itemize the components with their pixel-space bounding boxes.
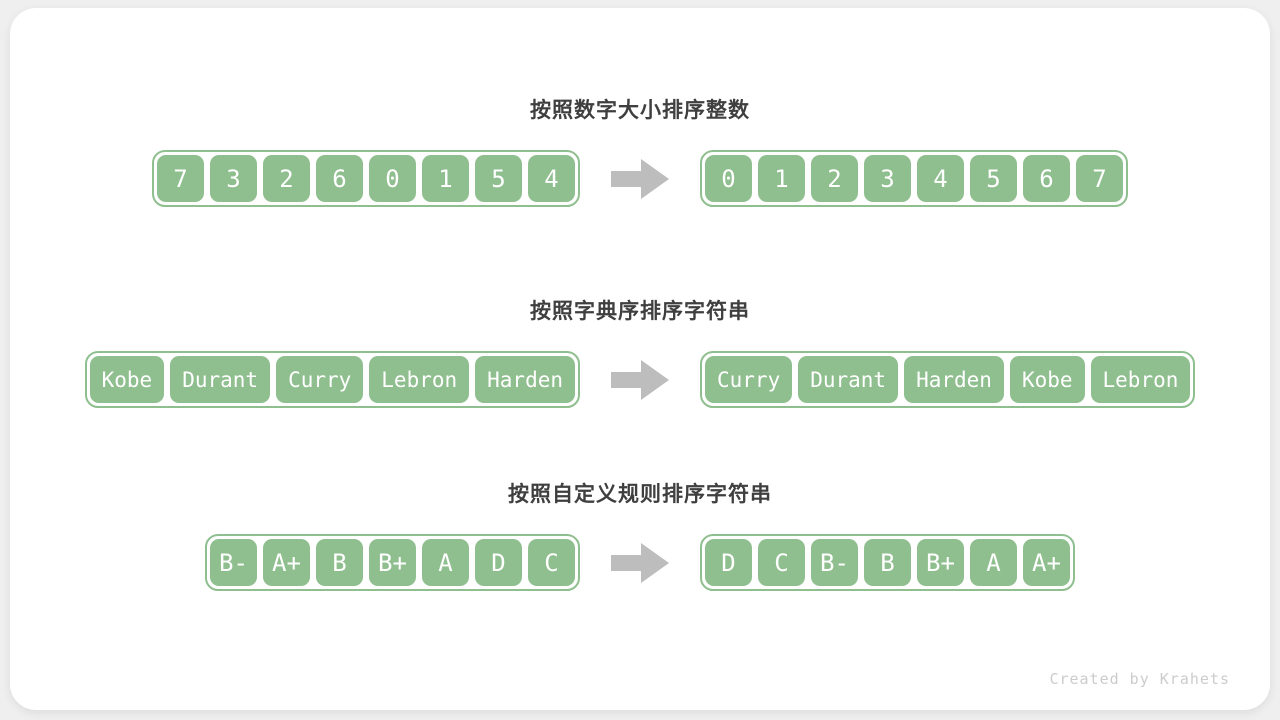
sorted-zone: 0 1 2 3 4 5 6 7 <box>700 150 1270 207</box>
array-cell: B- <box>210 539 257 586</box>
array-cell: A <box>970 539 1017 586</box>
unsorted-zone: 7 3 2 6 0 1 5 4 <box>10 150 580 207</box>
unsorted-array: Kobe Durant Curry Lebron Harden <box>84 351 580 408</box>
array-cell: A+ <box>263 539 310 586</box>
array-cell: 2 <box>263 155 310 202</box>
array-cell: 0 <box>369 155 416 202</box>
array-cell: D <box>475 539 522 586</box>
sorted-zone: Curry Durant Harden Kobe Lebron <box>700 351 1270 408</box>
array-cell: Kobe <box>1009 356 1085 403</box>
section-sort-lexicographic: 按照字典序排序字符串 Kobe Durant Curry Lebron Hard… <box>10 295 1270 408</box>
sort-row: B- A+ B B+ A D C D C B- B B+ <box>10 534 1270 591</box>
array-cell: 6 <box>316 155 363 202</box>
sorted-array: 0 1 2 3 4 5 6 7 <box>700 150 1128 207</box>
array-cell: 3 <box>210 155 257 202</box>
array-cell: D <box>705 539 752 586</box>
section-title: 按照自定义规则排序字符串 <box>508 483 772 506</box>
sorted-array: D C B- B B+ A A+ <box>700 534 1075 591</box>
array-cell: A+ <box>1023 539 1070 586</box>
array-cell: Harden <box>475 356 575 403</box>
array-cell: Kobe <box>89 356 165 403</box>
diagram-card: 按照数字大小排序整数 7 3 2 6 0 1 5 4 0 <box>10 8 1270 710</box>
array-cell: B+ <box>917 539 964 586</box>
sorted-zone: D C B- B B+ A A+ <box>700 534 1270 591</box>
sort-row: Kobe Durant Curry Lebron Harden Curry Du… <box>10 351 1270 408</box>
array-cell: Lebron <box>1090 356 1191 403</box>
array-cell: Curry <box>705 356 793 403</box>
arrow-right-icon <box>580 359 700 400</box>
array-cell: Lebron <box>369 356 470 403</box>
arrow-right-icon <box>580 542 700 583</box>
arrow-right-icon <box>580 158 700 199</box>
array-cell: 5 <box>475 155 522 202</box>
unsorted-zone: Kobe Durant Curry Lebron Harden <box>10 351 580 408</box>
array-cell: B <box>316 539 363 586</box>
array-cell: 0 <box>705 155 752 202</box>
sort-row: 7 3 2 6 0 1 5 4 0 1 2 3 4 <box>10 150 1270 207</box>
array-cell: 5 <box>970 155 1017 202</box>
array-cell: 3 <box>864 155 911 202</box>
array-cell: 2 <box>811 155 858 202</box>
array-cell: C <box>758 539 805 586</box>
array-cell: Durant <box>170 356 271 403</box>
array-cell: Curry <box>276 356 364 403</box>
array-cell: 6 <box>1023 155 1070 202</box>
array-cell: C <box>528 539 575 586</box>
array-cell: 7 <box>157 155 204 202</box>
credit-text: Created by Krahets <box>1049 670 1230 688</box>
sorted-array: Curry Durant Harden Kobe Lebron <box>700 351 1196 408</box>
section-sort-custom: 按照自定义规则排序字符串 B- A+ B B+ A D C D C <box>10 478 1270 591</box>
array-cell: 4 <box>917 155 964 202</box>
array-cell: 7 <box>1076 155 1123 202</box>
unsorted-array: B- A+ B B+ A D C <box>205 534 580 591</box>
array-cell: A <box>422 539 469 586</box>
array-cell: 1 <box>422 155 469 202</box>
unsorted-zone: B- A+ B B+ A D C <box>10 534 580 591</box>
array-cell: B <box>864 539 911 586</box>
array-cell: Durant <box>798 356 899 403</box>
section-sort-integers: 按照数字大小排序整数 7 3 2 6 0 1 5 4 0 <box>10 94 1270 207</box>
section-title: 按照字典序排序字符串 <box>530 300 750 323</box>
section-title: 按照数字大小排序整数 <box>530 99 750 122</box>
array-cell: B+ <box>369 539 416 586</box>
array-cell: 1 <box>758 155 805 202</box>
array-cell: B- <box>811 539 858 586</box>
unsorted-array: 7 3 2 6 0 1 5 4 <box>152 150 580 207</box>
array-cell: 4 <box>528 155 575 202</box>
array-cell: Harden <box>904 356 1004 403</box>
